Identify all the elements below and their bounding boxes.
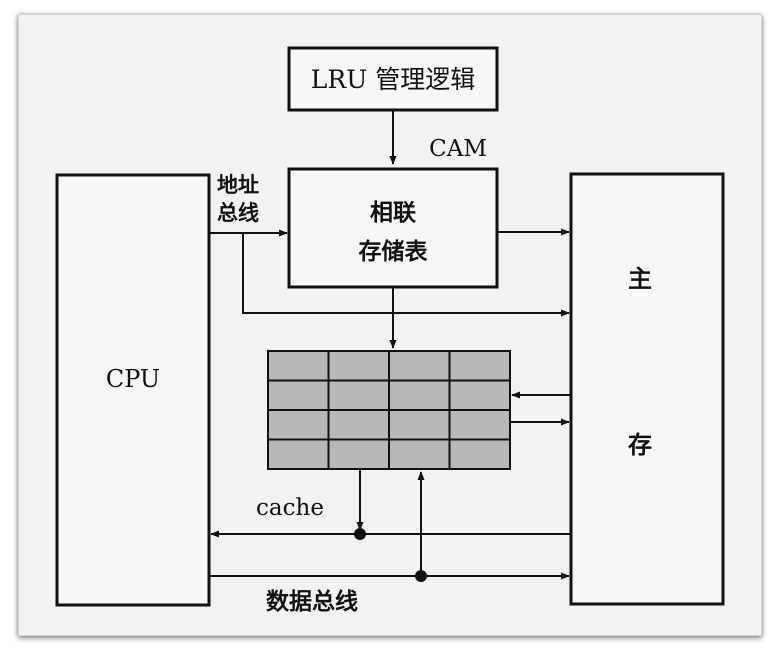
cache-cell bbox=[267, 409, 330, 441]
main-memory-box bbox=[569, 172, 725, 606]
cache-cell bbox=[448, 438, 511, 470]
lru-logic-box bbox=[287, 46, 499, 112]
associative-table-label-1: 相联 bbox=[370, 200, 416, 226]
associative-table-label-2: 存储表 bbox=[359, 238, 429, 265]
cache-cell bbox=[388, 438, 451, 470]
junction-dot-lower bbox=[415, 570, 427, 582]
associative-table-box bbox=[287, 167, 499, 289]
cache-cell bbox=[448, 379, 511, 411]
lru-logic-label: LRU 管理逻辑 bbox=[311, 65, 475, 94]
cache-cell bbox=[267, 379, 330, 411]
cache-cell bbox=[388, 350, 451, 382]
cache-cell bbox=[327, 350, 390, 382]
cache-cell bbox=[388, 379, 451, 411]
cache-cell bbox=[327, 379, 390, 411]
junction-dot-upper bbox=[354, 528, 366, 540]
main-memory-label-1: 主 bbox=[628, 265, 652, 293]
cache-cell bbox=[327, 409, 390, 441]
cache-cell bbox=[388, 409, 451, 441]
cache-cell bbox=[267, 438, 330, 470]
address-bus-label-1: 地址 bbox=[217, 173, 259, 197]
address-bus-label-2: 总线 bbox=[217, 201, 259, 225]
data-bus-label: 数据总线 bbox=[266, 588, 358, 615]
cache-cell bbox=[448, 409, 511, 441]
cache-cell bbox=[267, 350, 330, 382]
cpu-box bbox=[55, 173, 211, 607]
cache-label: cache bbox=[256, 495, 324, 521]
address-to-memory-line bbox=[242, 233, 570, 317]
main-memory-label-2: 存 bbox=[628, 431, 652, 459]
cache-memory-grid bbox=[267, 350, 511, 470]
cpu-label: CPU bbox=[106, 365, 160, 393]
cache-cell bbox=[448, 350, 511, 382]
cache-cell bbox=[327, 438, 390, 470]
cam-label: CAM bbox=[429, 136, 487, 162]
